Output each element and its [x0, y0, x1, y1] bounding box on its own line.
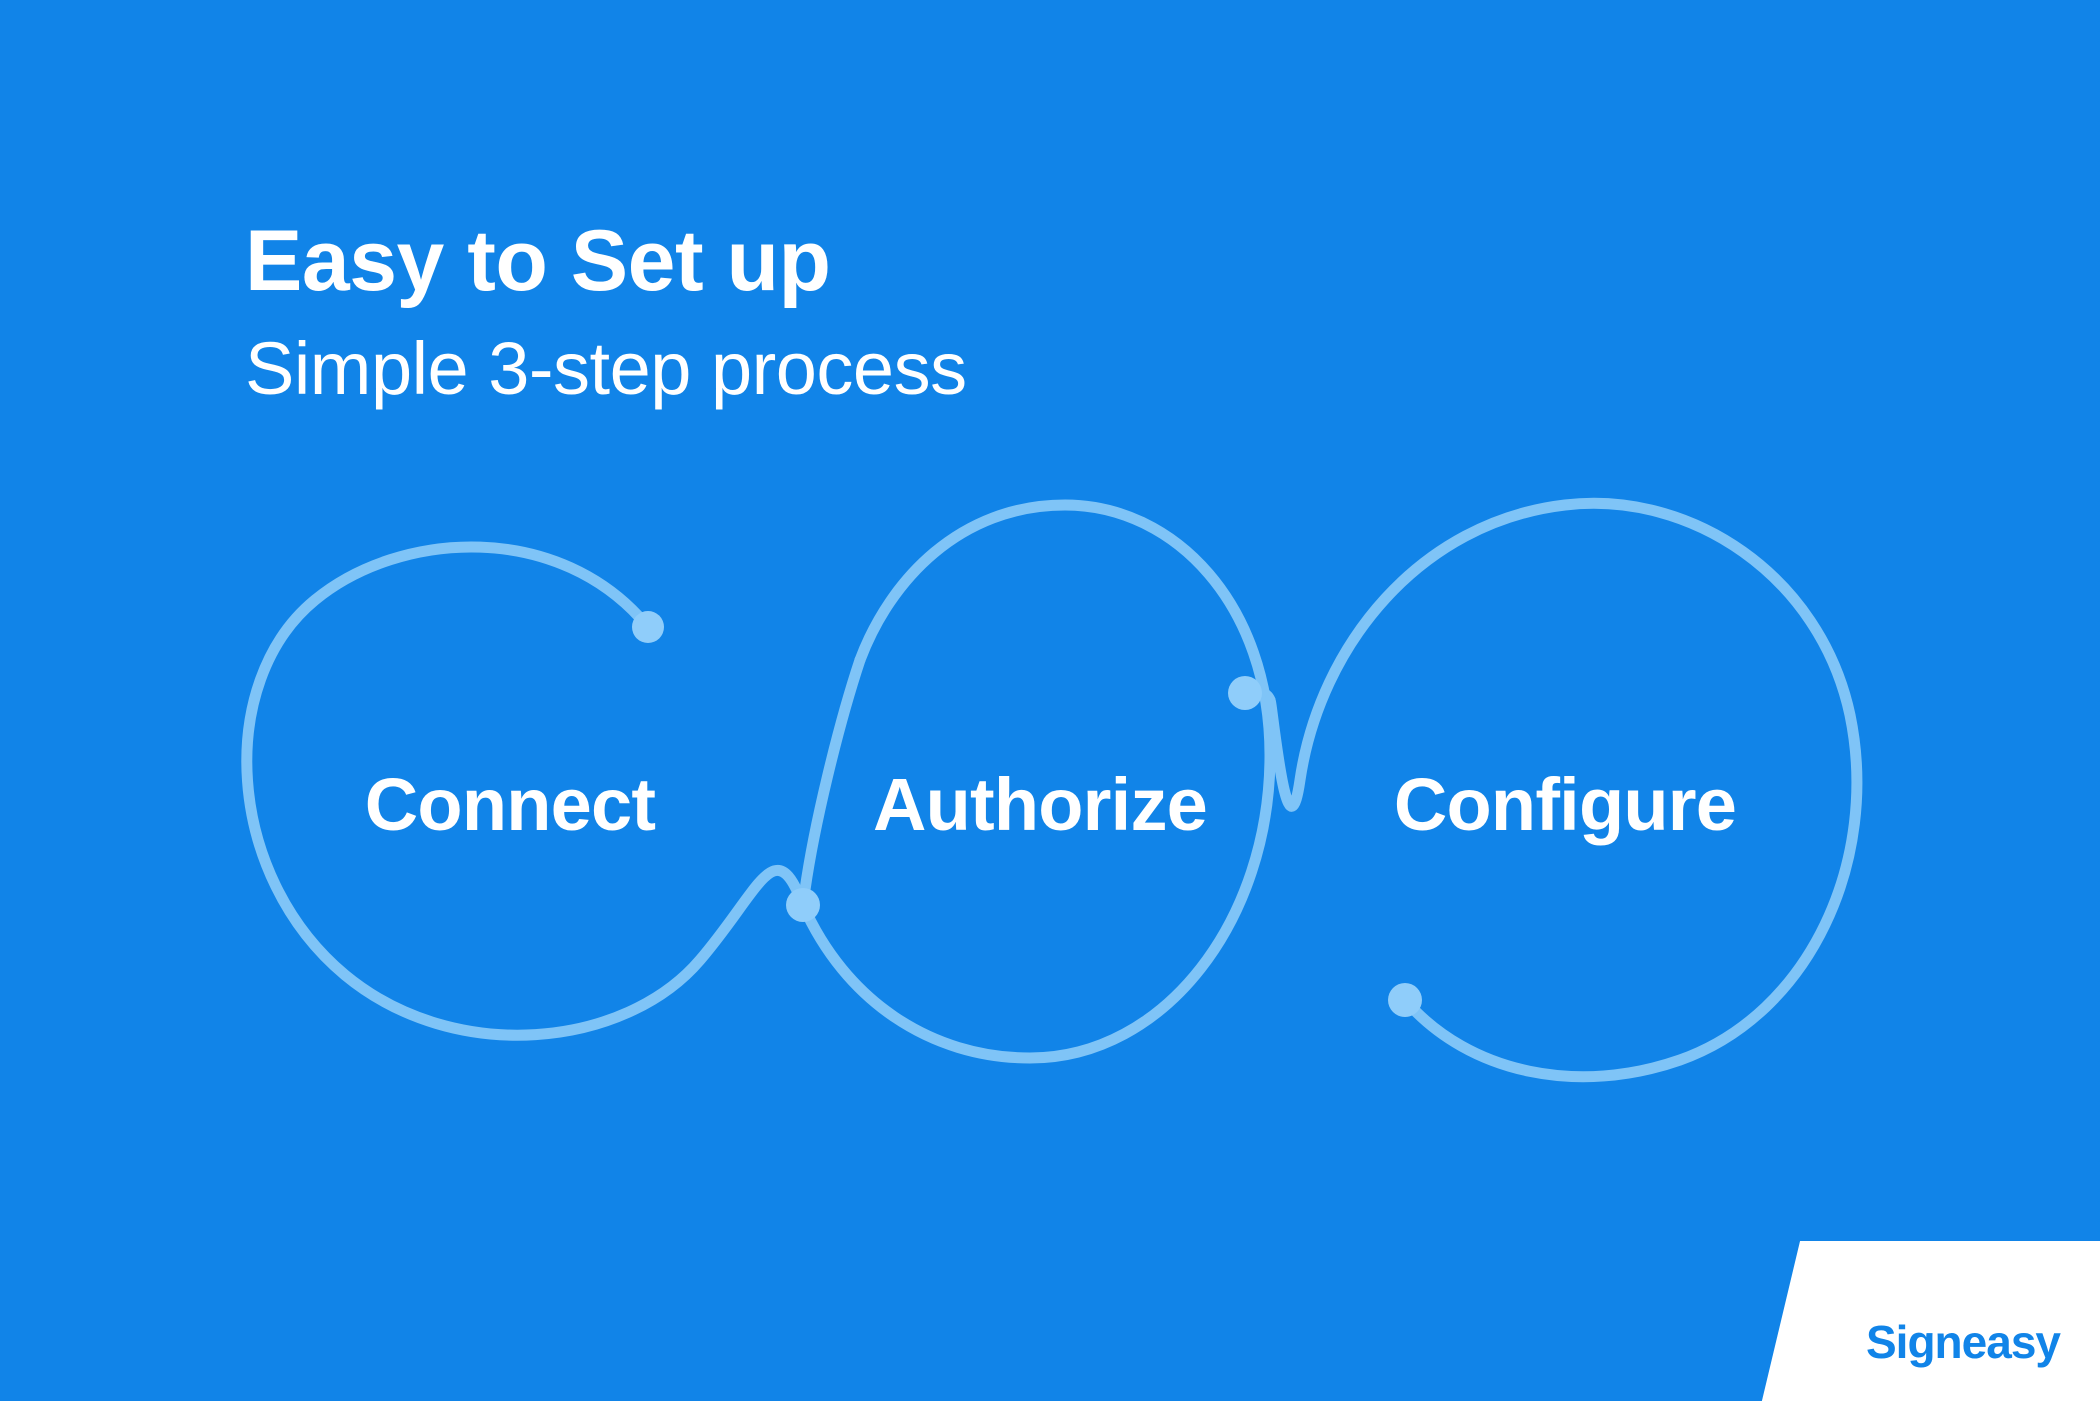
brand-logo: Signeasy: [1866, 1316, 2061, 1368]
step-label-configure: Configure: [1393, 763, 1737, 846]
page-title: Easy to Set up: [245, 213, 831, 309]
flow-curve-segment-3: [1264, 497, 1863, 1083]
step-dot-2: [786, 888, 820, 922]
step-label-connect: Connect: [364, 763, 656, 846]
logo-plate: [1761, 1241, 2100, 1401]
flow-curve-segment-1: [241, 541, 809, 1041]
step-dot-3: [1228, 676, 1262, 710]
flow-curve-segment-2: [797, 499, 1276, 1064]
heading-block: Easy to Set up Simple 3-step process: [245, 218, 1545, 406]
page-subtitle: Simple 3-step process: [245, 327, 967, 410]
step-dot-1: [632, 611, 664, 643]
step-dot-4: [1388, 983, 1422, 1017]
flow-curve-segment-2b: [797, 654, 866, 911]
step-label-authorize: Authorize: [872, 763, 1208, 846]
